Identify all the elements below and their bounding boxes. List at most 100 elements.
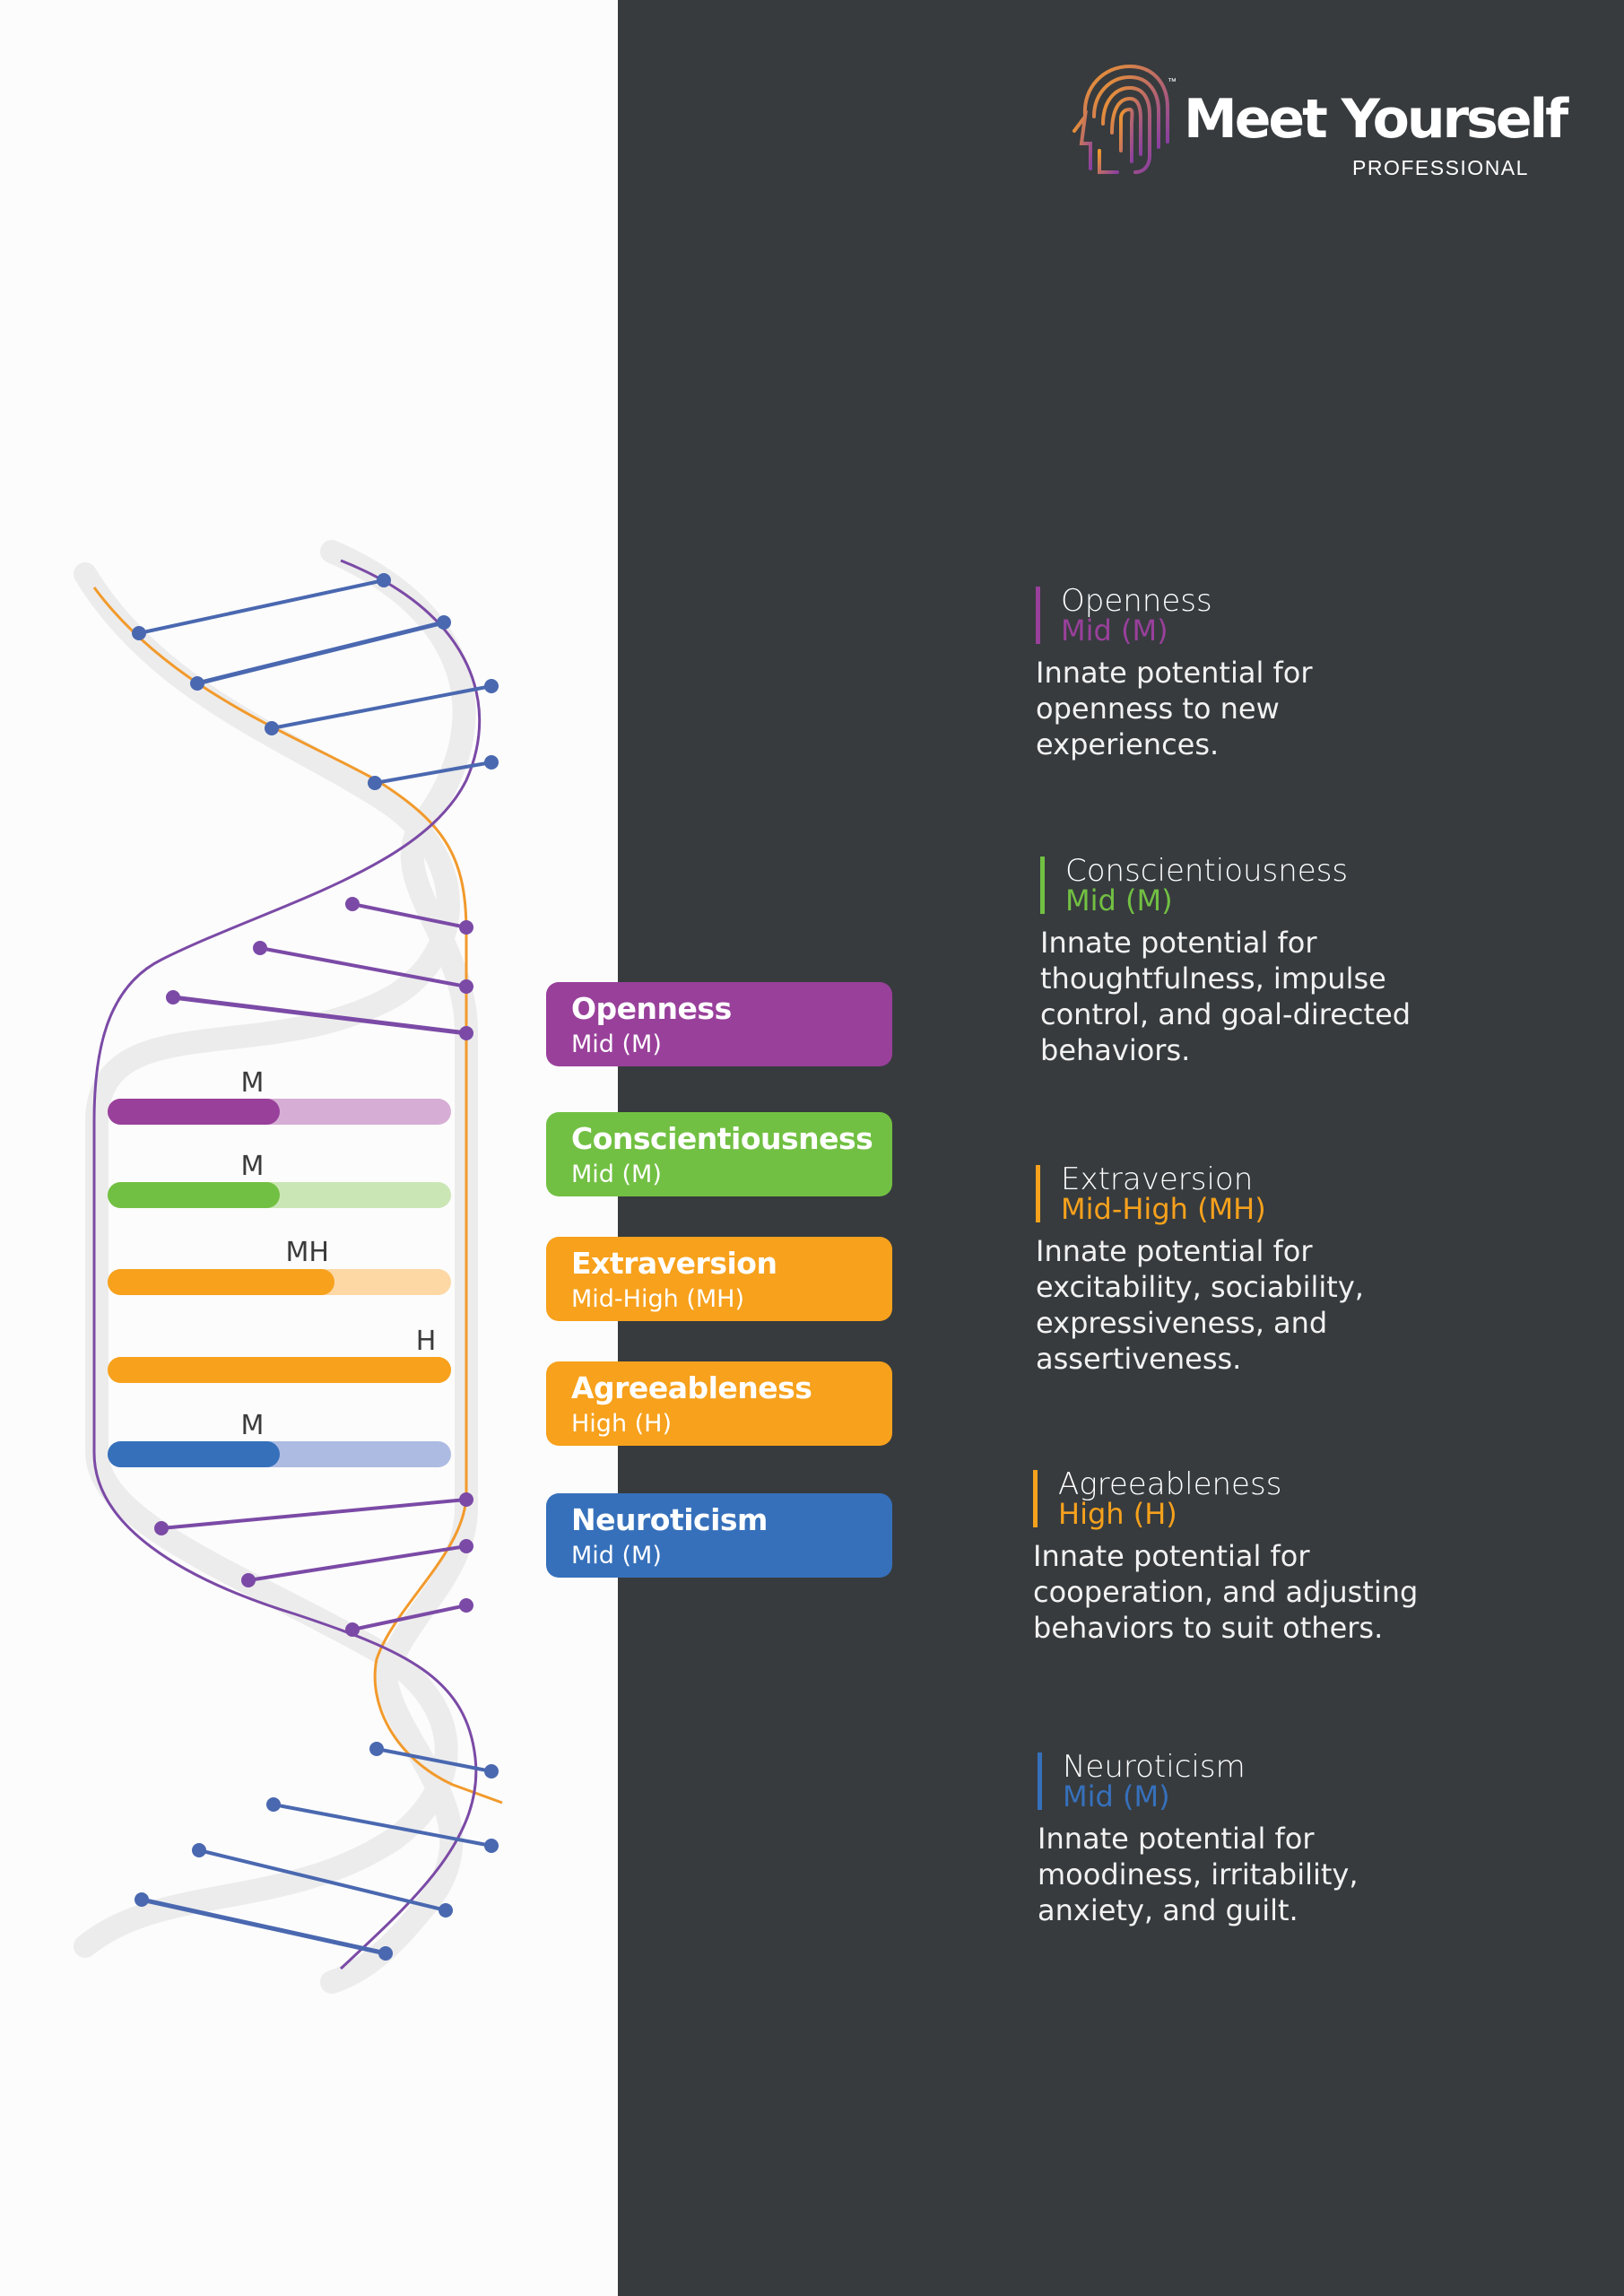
bar-fill [108, 1441, 280, 1467]
helix-node [345, 897, 360, 911]
bar-level-letter-agreeableness: H [415, 1326, 437, 1357]
trait-bar-neuroticism [108, 1441, 451, 1467]
trait-card-level: Mid-High (MH) [571, 1285, 744, 1313]
bar-level-letter-extraversion: MH [285, 1237, 329, 1268]
trait-card-name: Agreeableness [571, 1370, 812, 1405]
helix-node [459, 1539, 473, 1553]
trait-card-name: Conscientiousness [571, 1121, 873, 1156]
trait-card-name: Openness [571, 991, 732, 1026]
helix-node [265, 721, 279, 735]
trait-bar-conscientiousness [108, 1182, 451, 1208]
trait-description-level: Mid (M) [1065, 883, 1173, 918]
helix-rung-10 [376, 1747, 492, 1773]
trait-description-level: Mid (M) [1063, 1779, 1170, 1813]
trait-card-level: Mid (M) [571, 1161, 662, 1188]
bar-fill [108, 1099, 280, 1125]
helix-node [154, 1521, 169, 1535]
bar-fill [108, 1269, 334, 1295]
helix-node [484, 1764, 499, 1779]
trait-bar-extraversion [108, 1269, 451, 1295]
bar-level-letter-openness: M [240, 1067, 265, 1099]
trait-card-extraversion: Extraversion Mid-High (MH) [546, 1237, 892, 1321]
helix-node [484, 679, 499, 693]
trait-card-level: Mid (M) [571, 1031, 662, 1058]
helix-node [266, 1797, 281, 1812]
trait-card-neuroticism: Neuroticism Mid (M) [546, 1493, 892, 1578]
brand-logo: ™ Meet Yourself PROFESSIONAL [1067, 61, 1568, 187]
helix-rung-12 [198, 1848, 447, 1912]
trait-description-title: Openness [1061, 583, 1212, 619]
helix-node [459, 920, 473, 935]
helix-node [369, 1742, 384, 1756]
trait-description-text: Innate potential for cooperation, and ad… [1033, 1539, 1419, 1645]
trait-card-openness: Openness Mid (M) [546, 982, 892, 1066]
trait-description-text: Innate potential for openness to new exp… [1036, 656, 1313, 761]
accent-bar [1038, 1752, 1042, 1810]
helix-node [459, 979, 473, 994]
helix-node [439, 1903, 453, 1918]
helix-shadow-a [74, 562, 460, 1958]
helix-rung-2 [271, 684, 492, 730]
helix-node [241, 1573, 256, 1587]
trait-card-level: High (H) [571, 1410, 673, 1438]
helix-node [192, 1843, 206, 1857]
trait-bar-openness [108, 1099, 451, 1125]
trait-card-agreeableness: Agreeableness High (H) [546, 1361, 892, 1446]
helix-node [345, 1622, 360, 1637]
trademark-symbol: ™ [1168, 77, 1177, 87]
trait-description-text: Innate potential for thoughtfulness, imp… [1040, 926, 1411, 1067]
helix-rung-8 [248, 1544, 467, 1582]
trait-description-text: Innate potential for excitability, socia… [1036, 1234, 1364, 1376]
helix-node [378, 1946, 393, 1961]
brand-name: Meet Yourself [1184, 88, 1568, 151]
helix-rung-13 [141, 1897, 386, 1956]
brand-subtitle: PROFESSIONAL [1352, 156, 1529, 179]
bar-level-letter-conscientiousness: M [240, 1151, 265, 1182]
helix-rung-1 [196, 620, 445, 686]
dna-helix-graphic [74, 540, 503, 1994]
trait-description-title: Neuroticism [1063, 1749, 1246, 1785]
bar-level-letter-neuroticism: M [240, 1410, 265, 1441]
helix-node [377, 573, 391, 587]
trait-card-level: Mid (M) [571, 1542, 662, 1570]
helix-rung-9 [352, 1604, 467, 1631]
trait-description-level: High (H) [1058, 1497, 1177, 1531]
helix-rung-4 [352, 902, 467, 929]
helix-node [190, 676, 204, 691]
helix-rung-11 [273, 1803, 492, 1848]
trait-description-text: Innate potential for moodiness, irritabi… [1038, 1822, 1359, 1927]
accent-bar [1033, 1470, 1038, 1527]
helix-rung-3 [374, 761, 492, 785]
helix-node [368, 776, 382, 790]
helix-node [459, 1598, 473, 1613]
trait-description-title: Extraversion [1061, 1161, 1254, 1197]
accent-bar [1036, 1165, 1040, 1222]
helix-node [132, 626, 146, 640]
helix-rung-5 [259, 946, 467, 988]
accent-bar [1040, 857, 1045, 914]
helix-node [484, 1839, 499, 1853]
helix-node [437, 615, 451, 630]
trait-description-title: Agreeableness [1058, 1466, 1282, 1502]
helix-rung-0 [138, 578, 385, 635]
trait-card-name: Extraversion [571, 1246, 777, 1281]
bar-fill [108, 1357, 451, 1383]
helix-node [135, 1892, 149, 1907]
trait-bar-agreeableness [108, 1357, 451, 1383]
trait-description-level: Mid (M) [1061, 613, 1168, 648]
helix-node [459, 1492, 473, 1507]
trait-description-title: Conscientiousness [1065, 853, 1349, 889]
accent-bar [1036, 587, 1040, 644]
helix-node [166, 990, 180, 1004]
helix-strand-purple [92, 559, 482, 1970]
helix-node [459, 1026, 473, 1040]
helix-node [484, 755, 499, 770]
helix-shadow-b [320, 540, 478, 1994]
trait-card-conscientiousness: Conscientiousness Mid (M) [546, 1112, 892, 1196]
fingerprint-head-icon [1073, 64, 1169, 174]
trait-description-level: Mid-High (MH) [1061, 1192, 1266, 1226]
trait-card-name: Neuroticism [571, 1502, 768, 1537]
bar-fill [108, 1182, 280, 1208]
helix-rung-7 [161, 1498, 467, 1530]
helix-node [253, 941, 267, 955]
